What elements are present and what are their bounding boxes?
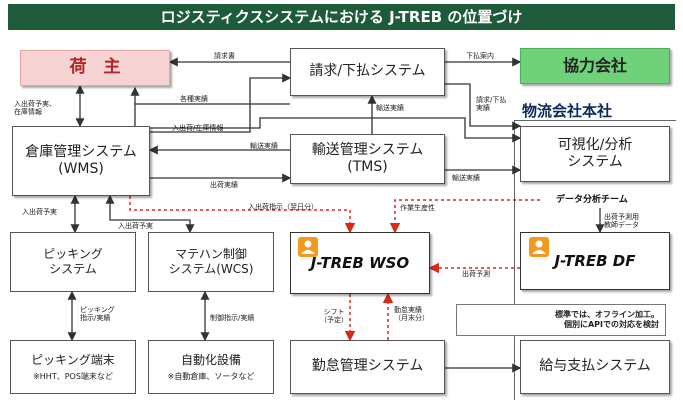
page-title: ロジスティクスシステムにおける J-TREB の位置づけ [8,4,675,30]
transport-results-right-label: 輸送実績 [452,174,480,182]
attendance-box: 勤怠管理システム [290,340,445,394]
inout-stock-info-label: 入出荷/在庫情報 [172,124,224,132]
inout-stock-arrow [150,73,292,133]
honsha-region [514,120,676,400]
partner-box: 協力会社 [520,48,670,84]
wms-wcs-arrow [105,194,195,234]
picking-system-box: ピッキング システム [10,232,136,292]
control-inst-label: 制御指示/実績 [210,314,255,322]
picking-inst-label: ピッキング 指示/実績 [80,306,115,323]
data-team-label: データ分析チーム [556,195,628,205]
visualization-box: 可視化/分析 システム [520,126,670,182]
work-productivity-arrow [389,199,540,234]
billing-system-box: 請求/下払システム [290,48,445,96]
wms-box: 倉庫管理システム (WMS) [12,126,150,196]
shipper-box: 荷 主 [20,50,170,86]
worker-icon [529,237,549,257]
ship-results-label: 出荷実績 [210,181,238,189]
picking-terminal-box: ピッキング端末 ※HHT、POS端末など [10,340,136,394]
wms-visual-arrow [150,117,522,143]
inout-instruction-arrow [129,196,356,234]
legend-box: 標準では、オフライン加工。 個別にAPIでの対応を検討 [456,304,666,336]
worker-icon [298,237,318,257]
forecast-teacher-label: 出荷予測用 教師データ [604,213,639,230]
inout-instruction-label: 入出荷指示（翌日分） [248,203,318,211]
various-results-label: 各種実績 [180,95,208,103]
billing-visual-arrow [445,83,522,131]
inout-plan-stock-label: 入出荷予実、 在庫情報 [14,100,56,117]
shift-label: シフト （予定） [320,308,348,325]
payment-notice-label: 下払案内 [466,52,494,60]
billing-results-label: 請求/下払 実績 [476,96,507,113]
automation-box: 自動化設備 ※自動倉庫、ソータなど [148,340,274,394]
inout-plan-left-label: 入出荷予実 [22,208,57,216]
tms-box: 輸送管理システム (TMS) [290,134,445,184]
wcs-box: マテハン制御 システム(WCS) [148,232,274,292]
inout-plan-wcs-label: 入出荷予実 [118,222,153,230]
attendance-results-label: 勤怠実績 （月末分） [394,306,429,323]
payroll-box: 給与支払システム [520,340,670,394]
honsha-title: 物流会社本社 [522,102,613,120]
transport-results-mid-label: 輸送実績 [250,142,278,150]
invoice-label: 請求書 [214,52,235,60]
work-productivity-label: 作業生産性 [400,204,435,212]
transport-results-up-label: 輸送実績 [376,104,404,112]
ship-forecast-label: 出荷予測 [462,270,490,278]
